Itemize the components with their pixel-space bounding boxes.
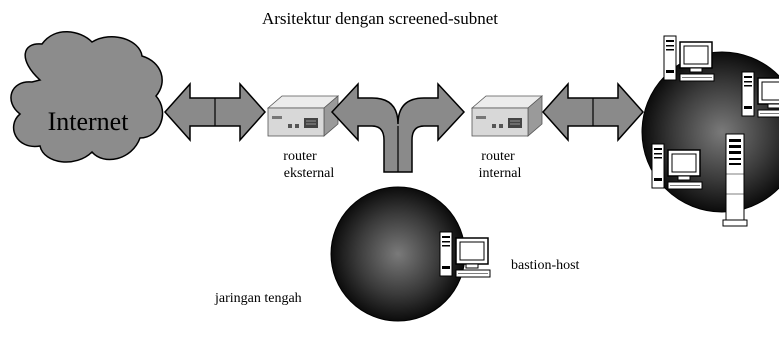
bastion-host-label: bastion-host — [511, 258, 580, 273]
router-external-label-line1: router — [283, 149, 317, 164]
middle-network-label: jaringan tengah — [214, 291, 302, 306]
server-tower-icon — [722, 133, 748, 227]
computer-icon — [741, 71, 779, 118]
cloud-icon — [10, 31, 164, 163]
computer-icon — [663, 35, 715, 82]
internet-label: Internet — [48, 107, 130, 136]
computer-icon — [439, 231, 491, 278]
router-icon — [267, 95, 339, 137]
double-arrow-icon — [163, 82, 267, 142]
double-arrow-icon — [330, 82, 466, 173]
router-internal-label-line1: router — [481, 149, 515, 164]
double-arrow-icon — [541, 82, 645, 142]
router-icon — [471, 95, 543, 137]
router-internal-label-line2: internal — [479, 166, 522, 181]
computer-icon — [651, 143, 703, 190]
router-external-label-line2: eksternal — [284, 166, 335, 181]
diagram-title: Arsitektur dengan screened-subnet — [262, 9, 498, 28]
